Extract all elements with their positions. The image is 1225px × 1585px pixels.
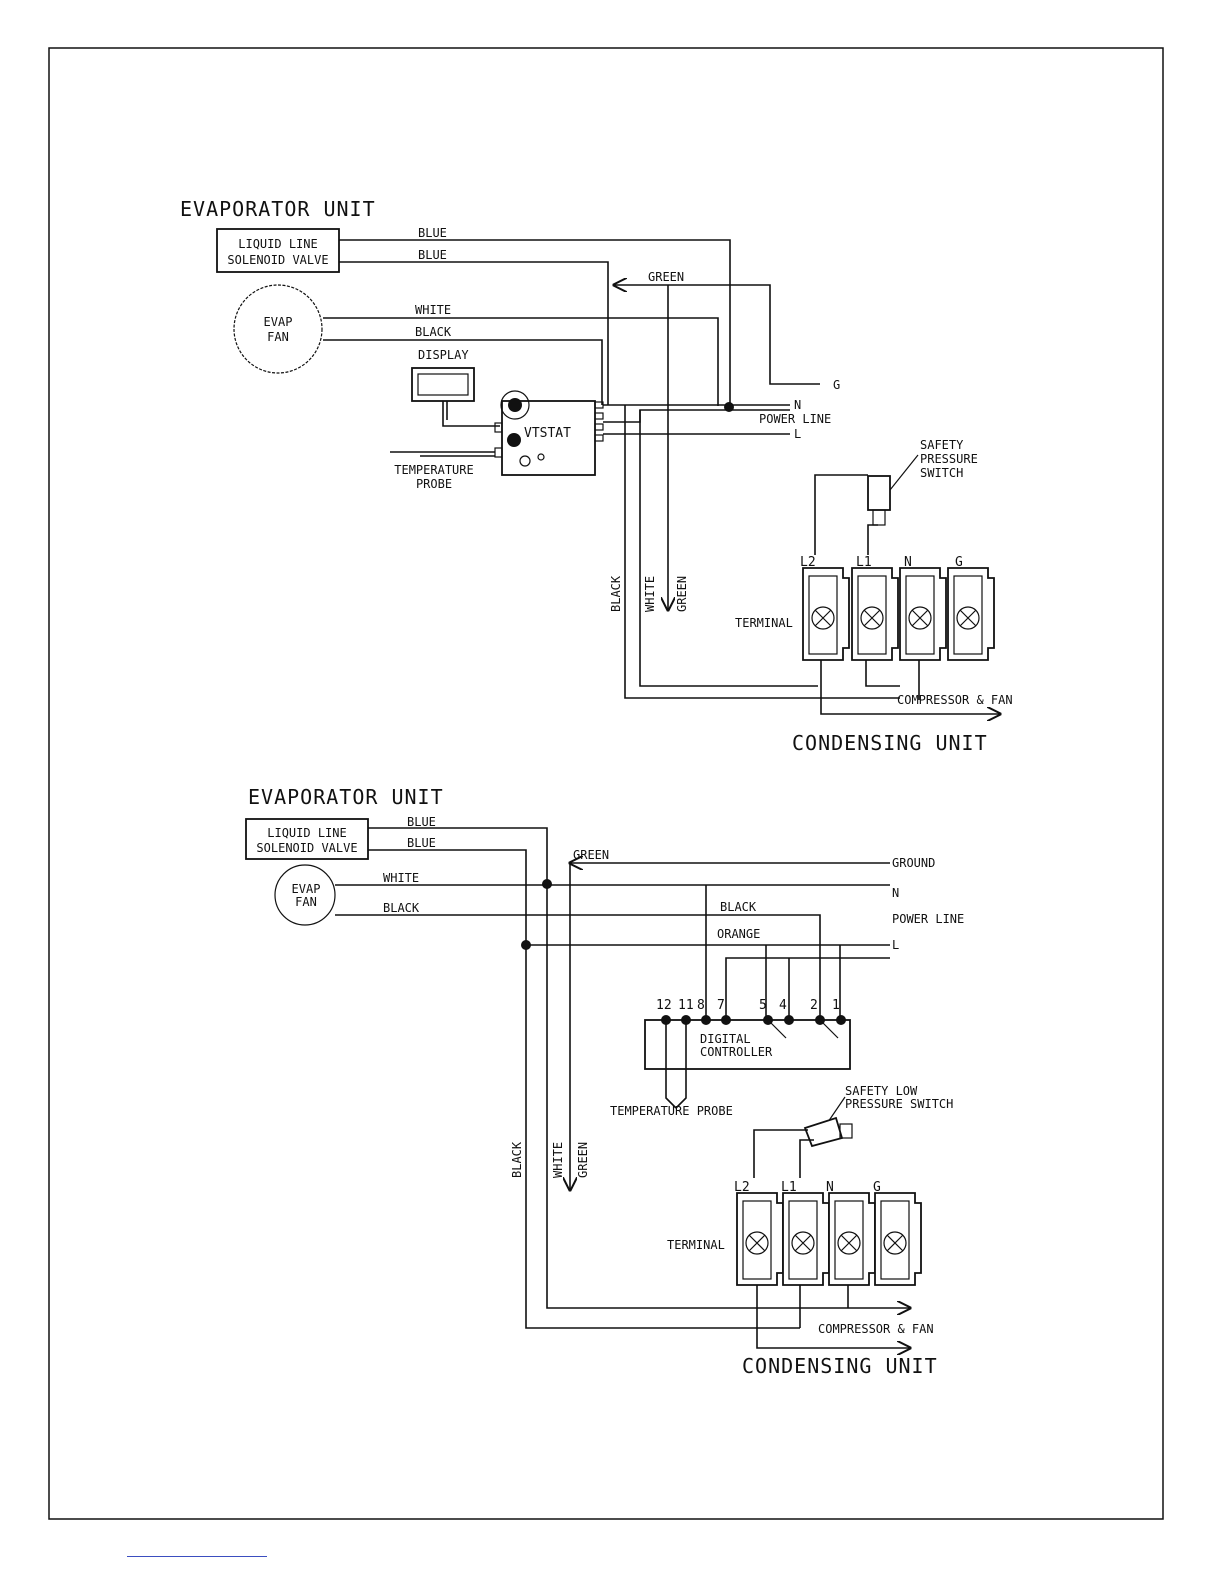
bottom-pin-11: 11 [678,998,694,1013]
bottom-evap-fan: EVAP FAN [274,864,336,926]
top-probe-line1: TEMPERATURE [394,463,473,477]
page-frame [48,47,1164,1520]
top-temperature-probe: TEMPERATURE PROBE [390,451,495,491]
top-evap-fan: EVAP FAN [233,284,323,374]
top-term-l1: L1 [856,555,872,570]
top-display-label: DISPLAY [418,348,469,362]
bottom-term-l1: L1 [781,1180,797,1195]
bottom-pin-12: 12 [656,998,672,1013]
bottom-terminal-block: TERMINAL L2 L1 N G COMPRESSOR & FAN COND… [667,1180,938,1378]
bottom-power-l: L [892,938,899,952]
bottom-term-l2: L2 [734,1180,750,1195]
bottom-wire-black: BLACK [383,901,420,915]
top-term-n: N [904,555,912,570]
bottom-power-n: N [892,886,899,900]
bottom-solenoid-line1: LIQUID LINE [267,826,346,840]
top-solenoid-valve: LIQUID LINE SOLENOID VALVE [216,228,340,273]
top-safety-line1: SAFETY [920,438,964,452]
top-terminal-label: TERMINAL [735,616,793,630]
bottom-pin-5: 5 [759,998,767,1013]
bottom-comp-fan: COMPRESSOR & FAN [818,1322,934,1336]
bottom-fan-line1: EVAP [292,882,321,896]
top-vtstat: VTSTAT [494,390,604,476]
bottom-condensing: CONDENSING UNIT [742,1354,938,1378]
top-wire-black: BLACK [415,325,452,339]
bottom-digital-controller: 12 11 8 7 5 4 2 1 DIGITAL CONTROLLER TEM… [610,998,851,1118]
bottom-vwire-black: BLACK [510,1141,524,1178]
bottom-pin-7: 7 [717,998,725,1013]
bottom-pin-4: 4 [779,998,787,1013]
bottom-pin-1: 1 [832,998,840,1013]
top-probe-line2: PROBE [416,477,452,491]
top-safety-line3: SWITCH [920,466,963,480]
top-wires: BLUE BLUE WHITE BLACK GREEN [323,226,900,699]
bottom-safety-low-pressure-switch: SAFETY LOW PRESSURE SWITCH [753,1084,953,1178]
top-display: DISPLAY [411,348,500,427]
top-term-l2: L2 [800,555,816,570]
top-power-label: POWER LINE [759,412,831,426]
bottom-pin-2: 2 [810,998,818,1013]
bottom-vwire-white: WHITE [551,1142,565,1178]
top-diagram: EVAPORATOR UNIT LIQUID LINE SOLENOID VAL… [180,197,1013,755]
bottom-wire-black2: BLACK [720,900,757,914]
bottom-vwire-green: GREEN [576,1142,590,1178]
top-wire-white: WHITE [415,303,451,317]
top-power-l: L [794,427,801,441]
top-power-g: G [833,378,840,392]
top-title: EVAPORATOR UNIT [180,197,376,221]
footer-underline [127,1556,267,1557]
bottom-controller-line2: CONTROLLER [700,1045,773,1059]
top-solenoid-line1: LIQUID LINE [238,237,317,251]
top-vwire-black: BLACK [609,575,623,612]
top-condensing: CONDENSING UNIT [792,731,988,755]
bottom-wire-white: WHITE [383,871,419,885]
top-vwire-white: WHITE [643,576,657,612]
bottom-wire-orange: ORANGE [717,927,760,941]
bottom-wire-blue2: BLUE [407,836,436,850]
bottom-pin-8: 8 [697,998,705,1013]
bottom-title: EVAPORATOR UNIT [248,785,444,809]
top-safety-line2: PRESSURE [920,452,978,466]
top-safety-pressure-switch: SAFETY PRESSURE SWITCH [814,438,978,555]
bottom-wire-blue1: BLUE [407,815,436,829]
bottom-fan-line2: FAN [295,895,317,909]
top-fan-line2: FAN [267,330,289,344]
top-wire-green: GREEN [648,270,684,284]
bottom-wires: BLUE BLUE WHITE BLACK GREEN BLACK ORANGE [335,815,910,1329]
bottom-terminal-label: TERMINAL [667,1238,725,1252]
bottom-power-label: POWER LINE [892,912,964,926]
top-vtstat-label: VTSTAT [524,426,571,441]
top-vwire-green: GREEN [675,576,689,612]
top-comp-fan: COMPRESSOR & FAN [897,693,1013,707]
bottom-solenoid-line2: SOLENOID VALVE [256,841,357,855]
bottom-safety-line2: PRESSURE SWITCH [845,1097,953,1111]
top-term-g: G [955,555,963,570]
top-solenoid-line2: SOLENOID VALVE [227,253,328,267]
top-wire-blue1: BLUE [418,226,447,240]
bottom-controller-line1: DIGITAL [700,1032,751,1046]
top-power-n: N [794,398,801,412]
bottom-solenoid-valve: LIQUID LINE SOLENOID VALVE [245,818,369,860]
bottom-probe: TEMPERATURE PROBE [610,1104,733,1118]
bottom-term-n: N [826,1180,834,1195]
top-fan-line1: EVAP [264,315,293,329]
top-terminal-block: TERMINAL L2 L1 N G COMPRESSOR & FAN COND… [735,555,1013,755]
bottom-safety-line1: SAFETY LOW [845,1084,918,1098]
bottom-term-g: G [873,1180,881,1195]
bottom-wire-green: GREEN [573,848,609,862]
bottom-diagram: EVAPORATOR UNIT LIQUID LINE SOLENOID VAL… [245,785,964,1378]
top-wire-blue2: BLUE [418,248,447,262]
bottom-power-ground: GROUND [892,856,935,870]
